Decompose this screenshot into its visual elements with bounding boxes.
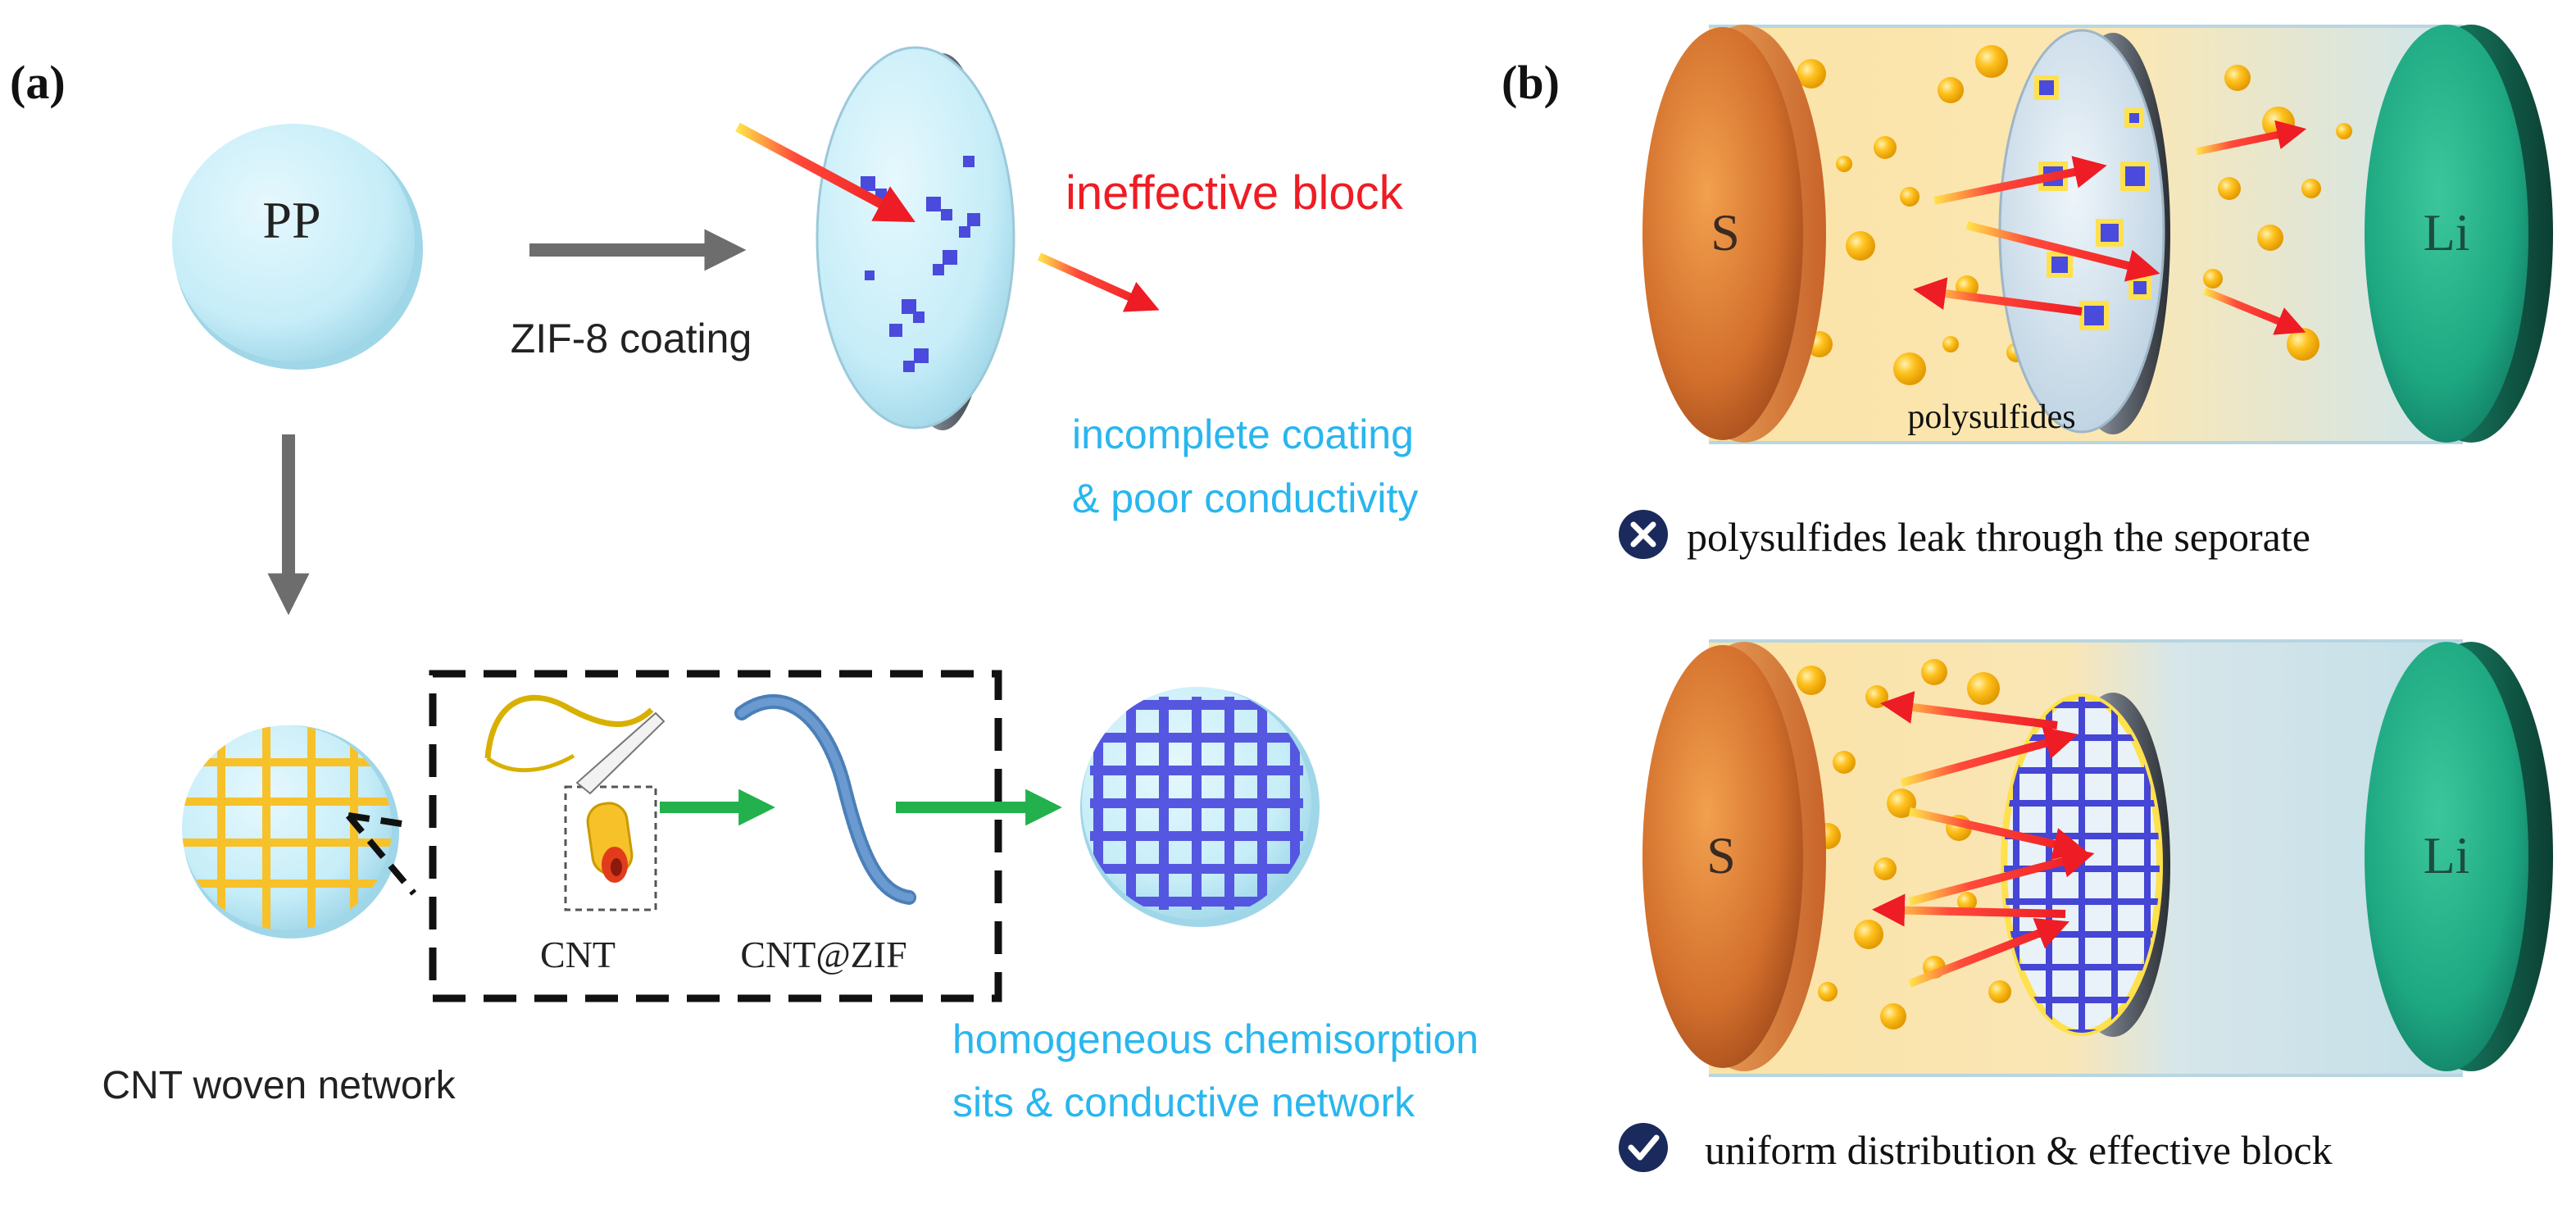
incomplete-coating-line1: incomplete coating — [1072, 411, 1414, 457]
cnt-label: CNT — [540, 934, 616, 975]
homogeneous-line1: homogeneous chemisorption — [952, 1016, 1479, 1062]
homogeneous-line2: sits & conductive network — [952, 1079, 1415, 1125]
ineffective-block-label: ineffective block — [1065, 166, 1404, 220]
cnt-zif-strand — [734, 694, 917, 905]
cnt-network-label: CNT woven network — [102, 1064, 456, 1107]
polysulfides-label: polysulfides — [1907, 398, 2075, 436]
zif8-coated-disk — [735, 46, 1160, 430]
caption-bad-text: polysulfides leak through the seporate — [1687, 514, 2310, 560]
lithium-electrode-top: Li — [2365, 25, 2553, 443]
zif-particles-top — [2034, 75, 2151, 330]
caption-bad: polysulfides leak through the seporate — [1619, 510, 2310, 560]
sulfur-label-top: S — [1711, 203, 1740, 261]
panel-b-label: (b) — [1502, 56, 1560, 109]
zif-mesh-disk — [1080, 687, 1320, 927]
sulfur-electrode-top: S — [1642, 25, 1826, 443]
pp-label: PP — [262, 191, 320, 249]
block-arrows — [1872, 691, 2095, 988]
lithium-label-bottom: Li — [2424, 826, 2470, 884]
lithium-label-top: Li — [2424, 203, 2470, 261]
separator-bottom — [2001, 693, 2170, 1037]
cnt-tube-illustration — [484, 694, 666, 911]
sulfur-electrode-bottom: S — [1642, 642, 1826, 1071]
cell-top: S Li polysulfides — [1642, 25, 2553, 444]
caption-good-text: uniform distribution & effective block — [1705, 1127, 2333, 1173]
cnt-zif-label: CNT@ZIF — [740, 934, 906, 975]
incomplete-coating-line2: & poor conductivity — [1072, 475, 1418, 521]
cnt-woven-disk — [182, 725, 417, 938]
sulfur-label-bottom: S — [1706, 826, 1736, 884]
pp-disk: PP — [172, 124, 423, 370]
lithium-electrode-bottom: Li — [2365, 642, 2553, 1071]
panel-b: (b) — [1502, 25, 2553, 1173]
panel-a: (a) PP ZIF-8 coating — [10, 46, 1479, 1125]
zif8-particles — [861, 156, 980, 372]
panel-a-label: (a) — [10, 56, 66, 109]
zoom-box — [429, 670, 1002, 1002]
check-icon — [1619, 1123, 1668, 1172]
separator-top — [1998, 29, 2170, 434]
coating-label: ZIF-8 coating — [511, 316, 752, 361]
cell-bottom: S Li — [1642, 639, 2553, 1077]
caption-good: uniform distribution & effective block — [1619, 1123, 2333, 1173]
leak-arrows — [1913, 120, 2307, 335]
